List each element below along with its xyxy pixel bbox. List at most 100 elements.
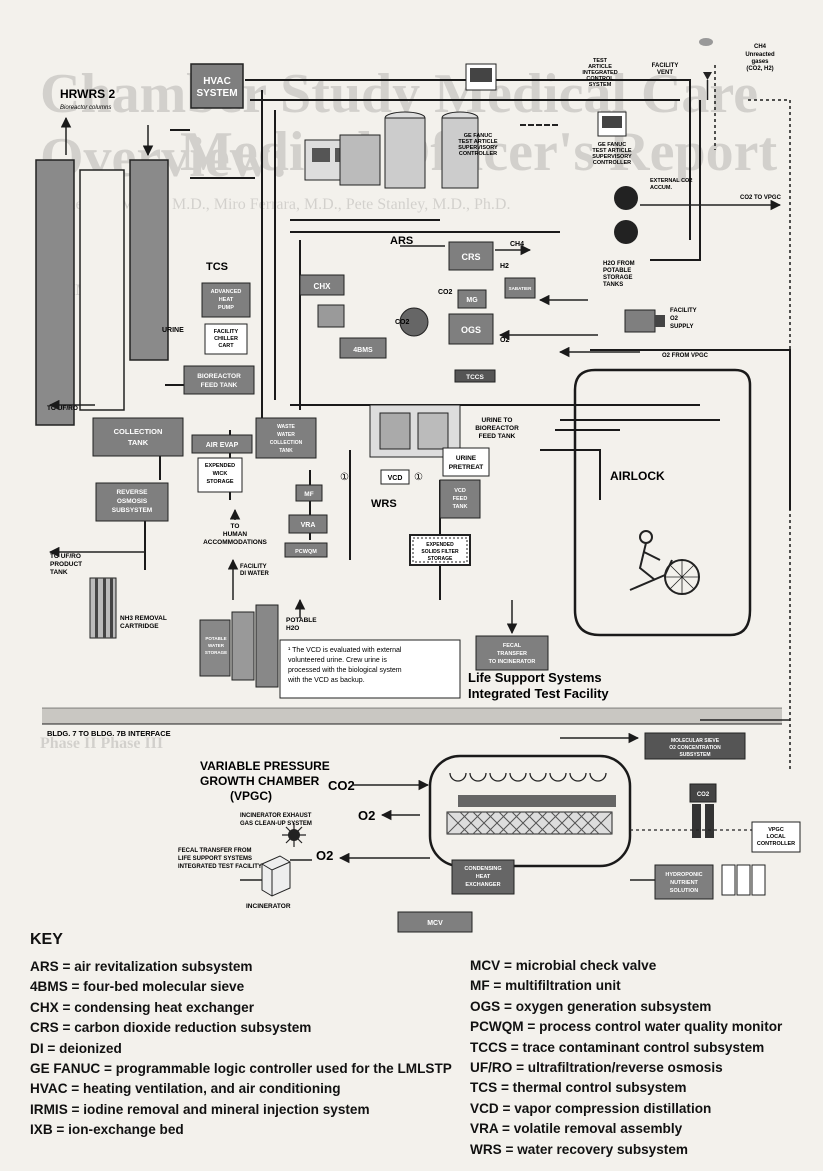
key-row: ARS = air revitalization subsystem bbox=[30, 957, 452, 977]
key-row: WRS = water recovery subsystem bbox=[470, 1140, 782, 1160]
key-row: 4BMS = four-bed molecular sieve bbox=[30, 977, 452, 997]
ro-1: REVERSE bbox=[116, 489, 148, 496]
mg-label: MG bbox=[466, 297, 478, 304]
wick-1: EXPENDED bbox=[205, 463, 235, 469]
uf-product-1: TO UF/RO bbox=[50, 553, 81, 560]
h2o-potable-1: H2O FROM bbox=[603, 261, 635, 267]
key-row: TCCS = trace contaminant control subsyst… bbox=[470, 1038, 782, 1058]
ars-label: ARS bbox=[390, 235, 413, 247]
urine-bio-2: BIOREACTOR bbox=[475, 425, 519, 432]
air-evap-label: AIR EVAP bbox=[206, 442, 239, 449]
ext-co2-2: ACCUM. bbox=[650, 185, 672, 191]
footnote-4: with the VCD as backup. bbox=[287, 677, 365, 684]
uf-product-2: PRODUCT bbox=[50, 561, 82, 568]
hrwrs-column: HRWRS 2 Bioreactor columns bbox=[36, 87, 168, 425]
key-row: HVAC = heating ventilation, and air cond… bbox=[30, 1079, 452, 1099]
airlock-label: AIRLOCK bbox=[610, 469, 665, 483]
key-row: MCV = microbial check valve bbox=[470, 956, 782, 976]
hvac-label-1: HVAC bbox=[203, 76, 231, 87]
facility-o2-supply: FACILITY O2 SUPPLY O2 FROM VPGC bbox=[560, 308, 709, 359]
h2o-potable-3: STORAGE bbox=[603, 275, 633, 281]
ro-2: OSMOSIS bbox=[117, 498, 148, 505]
ge-fanuc-left: GE FANUC TEST ARTICLE SUPERVISORY CONTRO… bbox=[458, 64, 498, 157]
hydro-3: SOLUTION bbox=[670, 888, 698, 894]
waste-4: TANK bbox=[279, 448, 293, 454]
facility-di: FACILITY DI WATER bbox=[233, 560, 270, 600]
molecular-sieve: MOLECULAR SIEVE O2 CONCENTRATION SUBSYST… bbox=[560, 720, 790, 759]
mol-sieve-3: SUBSYSTEM bbox=[679, 752, 710, 758]
mcv-unit: MCV bbox=[398, 912, 472, 932]
hvac-system: HVAC SYSTEM bbox=[191, 64, 243, 108]
ch4-unreacted-2: Unreacted bbox=[745, 52, 775, 58]
wick-2: WICK bbox=[213, 471, 228, 477]
lss-title-1: Life Support Systems bbox=[468, 670, 602, 685]
mcv-label: MCV bbox=[427, 920, 443, 927]
key-row: TCS = thermal control subsystem bbox=[470, 1078, 782, 1098]
vcd-marker-2: ① bbox=[414, 472, 423, 483]
fecal-transfer-box: FECAL TRANSFER TO INCINERATOR bbox=[476, 600, 548, 670]
urine-bio-1: URINE TO bbox=[482, 417, 513, 424]
vpgc-title: VARIABLE PRESSURE GROWTH CHAMBER (VPGC) bbox=[200, 759, 330, 803]
vpgc-local-1: VPGC bbox=[768, 827, 784, 833]
footnote-3: processed with the biological system bbox=[288, 667, 402, 674]
to-human: TO HUMAN ACCOMMODATIONS bbox=[203, 510, 267, 546]
fac-o2-1: FACILITY bbox=[670, 308, 697, 314]
co2-ars-label: CO2 bbox=[438, 289, 453, 296]
key-row: PCWQM = process control water quality mo… bbox=[470, 1017, 782, 1037]
facility-vent-2: VENT bbox=[657, 70, 673, 76]
solids-1: EXPENDED bbox=[426, 542, 454, 548]
key-legend: KEY ARS = air revitalization subsystem 4… bbox=[28, 931, 818, 1166]
nh3-1: NH3 REMOVAL bbox=[120, 615, 167, 622]
collection-1: COLLECTION bbox=[114, 427, 163, 436]
to-human-1: TO bbox=[231, 523, 240, 530]
to-uf-ro-label: TO UF/RO bbox=[47, 405, 78, 412]
uf-product-3: TANK bbox=[50, 569, 68, 576]
vpgc-2: GROWTH CHAMBER bbox=[200, 774, 320, 788]
fecal-from-2: LIFE SUPPORT SYSTEMS bbox=[178, 856, 252, 862]
wrs-area: WASTE WATER COLLECTION TANK URINE TO BIO… bbox=[256, 405, 519, 565]
adv-heat-2: HEAT bbox=[219, 297, 234, 303]
fecal-from-1: FECAL TRANSFER FROM bbox=[178, 848, 252, 854]
pretreat-1: URINE bbox=[456, 455, 477, 462]
vpgc-local-2: LOCAL bbox=[767, 834, 787, 840]
co2-right-label: CO2 bbox=[697, 792, 710, 798]
potable-h2o-2: H2O bbox=[286, 625, 299, 632]
chiller-3: CART bbox=[218, 343, 234, 349]
to-human-3: ACCOMMODATIONS bbox=[203, 539, 267, 546]
hydro-2: NUTRIENT bbox=[670, 880, 698, 886]
tccs-label: TCCS bbox=[466, 374, 484, 381]
ge-fanuc-right-4: CONTROLLER bbox=[593, 160, 631, 166]
fecal-3: TO INCINERATOR bbox=[489, 659, 536, 665]
vpgc-o2-bottom-label: O2 bbox=[316, 848, 333, 863]
footnote-1: ¹ The VCD is evaluated with external bbox=[288, 647, 402, 654]
vpgc-1: VARIABLE PRESSURE bbox=[200, 759, 330, 773]
tcs-units: ADVANCED HEAT PUMP FACILITY CHILLER CART bbox=[202, 283, 250, 354]
facility-di-2: DI WATER bbox=[240, 571, 270, 577]
waste-1: WASTE bbox=[277, 424, 295, 430]
pcwqm-label: PCWQM bbox=[295, 549, 317, 555]
collection-tank: COLLECTION TANK bbox=[93, 418, 183, 456]
key-row: OGS = oxygen generation subsystem bbox=[470, 997, 782, 1017]
tac-5: SYSTEM bbox=[589, 82, 612, 88]
sabatier-label: SABATIER bbox=[509, 286, 532, 291]
fecal-2: TRANSFER bbox=[497, 651, 527, 657]
control-dashed-line bbox=[715, 65, 790, 770]
to-human-2: HUMAN bbox=[223, 531, 247, 538]
hrwrs-sub-label: Bioreactor columns bbox=[60, 105, 111, 111]
ext-co2-1: EXTERNAL CO2 bbox=[650, 178, 692, 184]
vpgc-co2-label: CO2 bbox=[328, 778, 355, 793]
vcd-feed-3: TANK bbox=[453, 504, 468, 510]
mf-label: MF bbox=[304, 491, 313, 498]
key-title: KEY bbox=[30, 931, 63, 949]
o2-from-vpgc: O2 FROM VPGC bbox=[662, 353, 709, 359]
ch4-label: CH4 bbox=[510, 241, 524, 248]
h2o-potable-4: TANKS bbox=[603, 282, 623, 288]
ars-units: CRS CH4 H2 SABATIER MG OGS CO2 O2 4BMS C… bbox=[300, 241, 598, 358]
co2-to-vpgc: CO2 TO VPGC bbox=[740, 195, 782, 201]
waste-3: COLLECTION bbox=[270, 440, 303, 446]
footnote-2: volunteered urine. Crew urine is bbox=[288, 657, 387, 664]
fac-o2-3: SUPPLY bbox=[670, 324, 693, 330]
life-support-diagram: HRWRS 2 Bioreactor columns HVAC SYSTEM bbox=[0, 0, 823, 935]
waste-2: WATER bbox=[277, 432, 295, 438]
fecal-from-3: INTEGRATED TEST FACILITY bbox=[178, 864, 262, 870]
